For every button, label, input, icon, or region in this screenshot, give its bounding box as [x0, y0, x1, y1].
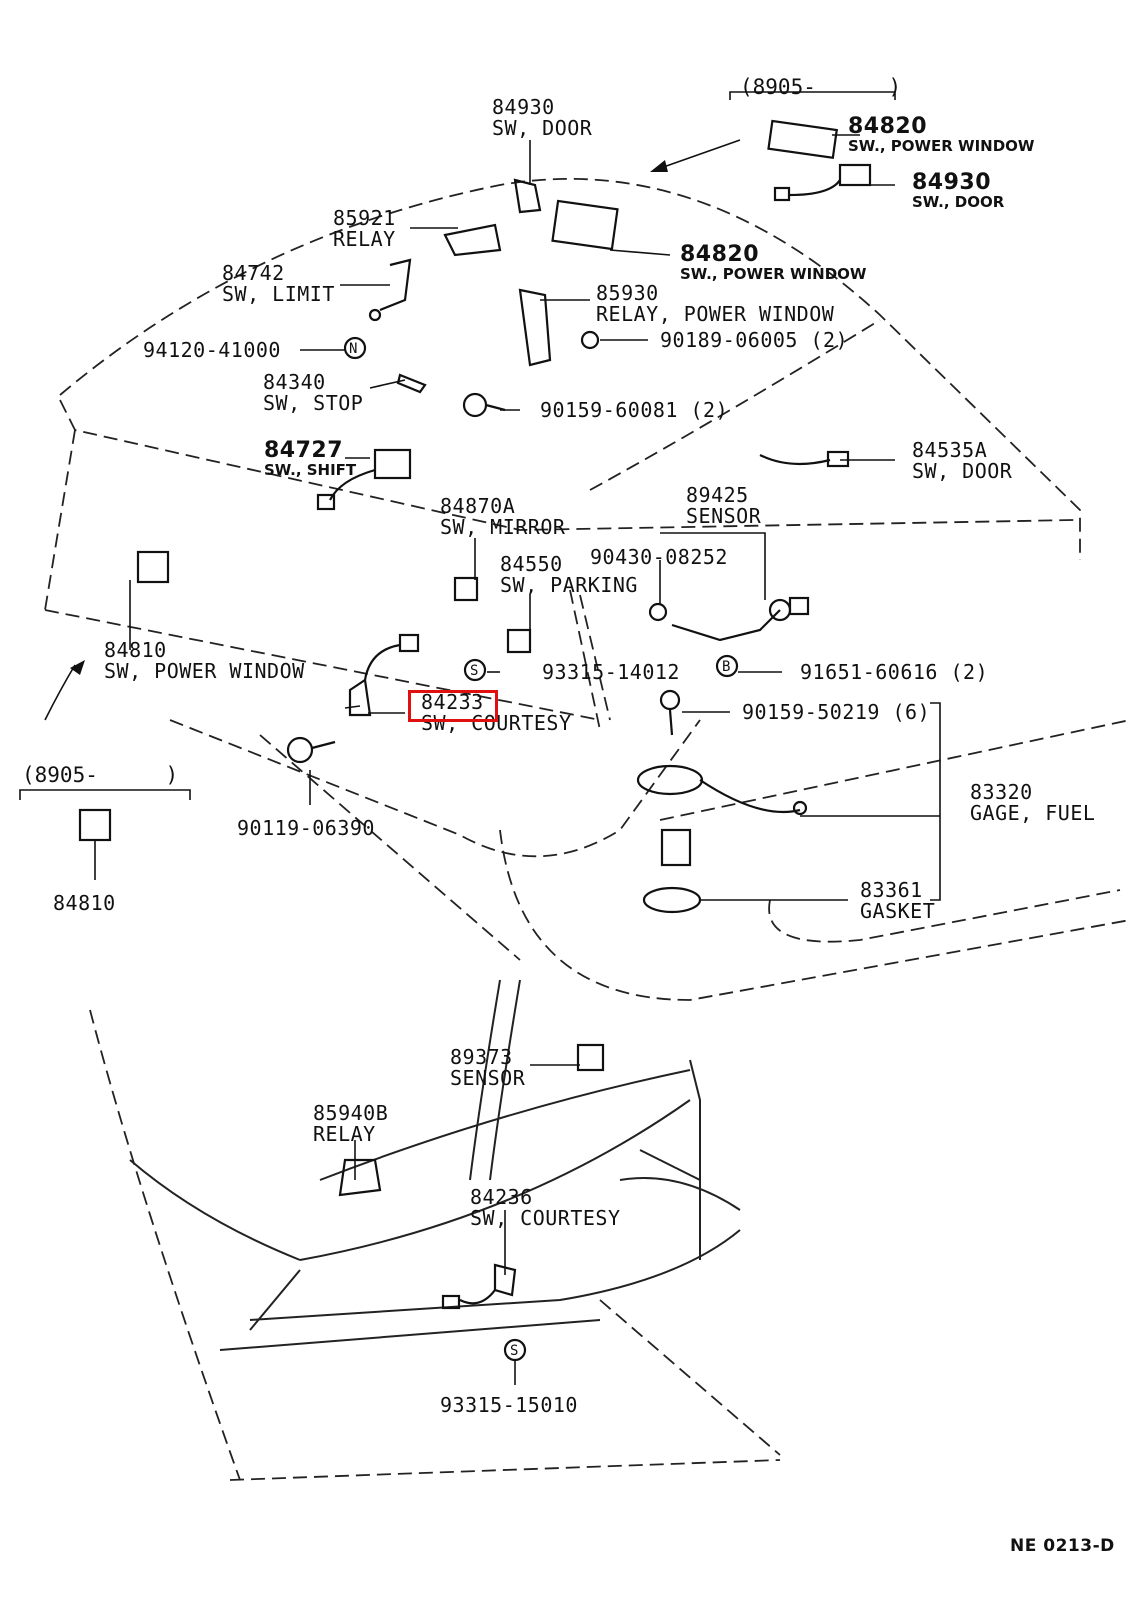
part-number: 84820 — [680, 242, 760, 267]
part-name: SW, POWER WINDOW — [104, 659, 305, 683]
part-name: SW, PARKING — [500, 573, 638, 597]
part-number: 84930 — [492, 95, 555, 119]
callout-90119-06390: 90119-06390 — [237, 818, 375, 839]
part-number: 84535A — [912, 438, 988, 462]
callout-84727-sw-shift: 84727 SW., SHIFT — [264, 438, 357, 479]
part-name: SENSOR — [686, 504, 762, 528]
part-number: 90430-08252 — [590, 545, 728, 569]
callout-83361-gasket: 83361 GASKET — [860, 880, 935, 922]
part-number: 84727 — [264, 438, 344, 463]
callout-84820-sw-power-window-inset: 84820 SW., POWER WINDOW — [848, 114, 1035, 155]
part-name: SW., POWER WINDOW — [848, 137, 1035, 155]
part-number: 90159-50219 (6) — [742, 700, 931, 724]
callout-84742-sw-limit: 84742 SW, LIMIT — [222, 263, 335, 305]
part-number: 84810 — [104, 638, 167, 662]
part-name: SW, COURTESY — [421, 711, 572, 735]
part-name: SW, STOP — [263, 391, 364, 415]
callout-84820-sw-power-window: 84820 SW., POWER WINDOW — [680, 242, 867, 283]
part-number: 84870A — [440, 494, 516, 518]
part-number: 83361 — [860, 878, 923, 902]
callout-89373-sensor: 89373 SENSOR — [450, 1047, 525, 1089]
callout-84930-sw-door-inset: 84930 SW., DOOR — [912, 170, 1005, 211]
part-number: 84233 — [421, 690, 484, 714]
bracket-close: ) — [165, 763, 179, 787]
callout-84236-sw-courtesy: 84236 SW, COURTESY — [470, 1187, 621, 1229]
part-name: SW, LIMIT — [222, 282, 335, 306]
diagram-code: NE 0213-D — [1010, 1536, 1115, 1556]
callout-84810-sw-power-window: 84810 SW, POWER WINDOW — [104, 640, 305, 682]
callout-84233-sw-courtesy: 84233 SW, COURTESY — [421, 692, 572, 734]
callout-90189-06005: 90189-06005 (2) — [660, 330, 848, 351]
marker-s: S — [470, 663, 479, 679]
bracket-inset-left: (8905- ) — [22, 763, 178, 787]
callout-91651-60616: 91651-60616 (2) — [800, 662, 988, 683]
part-number: 84550 — [500, 552, 563, 576]
part-number: 93315-15010 — [440, 1393, 578, 1417]
part-number: 84820 — [848, 114, 928, 139]
part-number: 83320 — [970, 780, 1033, 804]
callout-85921-relay: 85921 RELAY — [333, 208, 396, 250]
callout-84930-sw-door: 84930 SW, DOOR — [492, 97, 592, 139]
marker-b: B — [722, 659, 731, 675]
part-number: 85921 — [333, 206, 396, 230]
bracket-inset-top-right: (8905- ) — [740, 75, 901, 99]
callout-85940b-relay: 85940B RELAY — [313, 1103, 388, 1145]
marker-s-2: S — [510, 1343, 519, 1359]
part-name: SW., POWER WINDOW — [680, 265, 867, 283]
part-number: 89373 — [450, 1045, 513, 1069]
part-number: 89425 — [686, 483, 749, 507]
bracket-label: (8905- — [740, 75, 816, 99]
part-name: SW, DOOR — [912, 459, 1013, 483]
part-name: SW, COURTESY — [470, 1206, 621, 1230]
part-number: 91651-60616 (2) — [800, 660, 989, 684]
part-name: GASKET — [860, 899, 936, 923]
part-number: 94120-41000 — [143, 338, 281, 362]
callout-93315-15010: 93315-15010 — [440, 1395, 578, 1416]
part-name: RELAY, POWER WINDOW — [596, 302, 835, 326]
part-number: 93315-14012 — [542, 660, 680, 684]
callout-89425-sensor: 89425 SENSOR — [686, 485, 761, 527]
part-number: 84742 — [222, 261, 285, 285]
part-number: 84236 — [470, 1185, 533, 1209]
part-number: 85930 — [596, 281, 659, 305]
highlighted-part-84233-box — [408, 690, 498, 722]
part-name: SW, MIRROR — [440, 515, 566, 539]
callout-84810-inset: 84810 — [53, 893, 116, 914]
part-number: 85940B — [313, 1101, 389, 1125]
part-number: 90189-06005 (2) — [660, 328, 849, 352]
marker-n: N — [349, 341, 358, 357]
part-name: RELAY — [333, 227, 396, 251]
callout-90159-50219: 90159-50219 (6) — [742, 702, 930, 723]
part-number: 90159-60081 (2) — [540, 398, 729, 422]
part-name: SW, DOOR — [492, 116, 593, 140]
part-number: 84340 — [263, 370, 326, 394]
bracket-close: ) — [888, 75, 902, 99]
part-number: 84810 — [53, 891, 116, 915]
part-name: SW., SHIFT — [264, 461, 357, 479]
part-number: 84930 — [912, 170, 992, 195]
callout-84870a-sw-mirror: 84870A SW, MIRROR — [440, 496, 565, 538]
callout-84535a-sw-door: 84535A SW, DOOR — [912, 440, 1012, 482]
callout-85930-relay-power-window: 85930 RELAY, POWER WINDOW — [596, 283, 834, 325]
callout-90159-60081: 90159-60081 (2) — [540, 400, 728, 421]
callout-83320-gage-fuel: 83320 GAGE, FUEL — [970, 782, 1095, 824]
part-name: SENSOR — [450, 1066, 526, 1090]
callout-94120-41000: 94120-41000 — [143, 340, 281, 361]
part-name: SW., DOOR — [912, 193, 1005, 211]
part-number: 90119-06390 — [237, 816, 375, 840]
part-name: RELAY — [313, 1122, 376, 1146]
callout-93315-14012: 93315-14012 — [542, 662, 680, 683]
part-name: GAGE, FUEL — [970, 801, 1096, 825]
bracket-label: (8905- — [22, 763, 98, 787]
callout-84340-sw-stop: 84340 SW, STOP — [263, 372, 363, 414]
callout-84550-sw-parking: 84550 SW, PARKING — [500, 554, 638, 596]
callout-90430-08252: 90430-08252 — [590, 547, 728, 568]
